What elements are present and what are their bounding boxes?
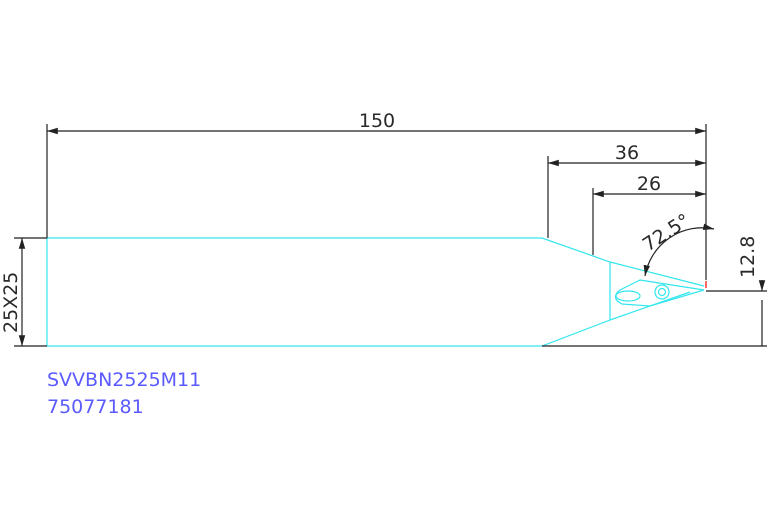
dim-label-36: 36 [615, 142, 639, 164]
tool-holder-outline [46, 237, 707, 347]
clamp-slot [615, 290, 641, 302]
dimension-height-12-8: 12.8 [542, 236, 767, 347]
code-label: 75077181 [47, 396, 144, 418]
dimension-length-26: 26 [592, 173, 706, 255]
dimension-length-36: 36 [547, 142, 706, 238]
clamp-screw [654, 284, 670, 300]
dim-label-section: 25X25 [0, 272, 22, 333]
dim-label-12-8: 12.8 [737, 236, 759, 278]
clamp-screw-inner [657, 287, 667, 297]
dim-label-26: 26 [637, 173, 661, 195]
part-labels: SVVBN2525M11 75077181 [47, 369, 201, 418]
model-label: SVVBN2525M11 [47, 369, 201, 391]
dimension-section: 25X25 [0, 237, 47, 347]
insert-outline [614, 279, 705, 307]
dim-label-150: 150 [359, 110, 395, 132]
shank-body [46, 237, 611, 347]
dim-label-angle: 72.5° [639, 210, 694, 257]
dimension-overall-length: 150 [46, 110, 707, 280]
dimension-angle: 72.5° [639, 210, 715, 277]
